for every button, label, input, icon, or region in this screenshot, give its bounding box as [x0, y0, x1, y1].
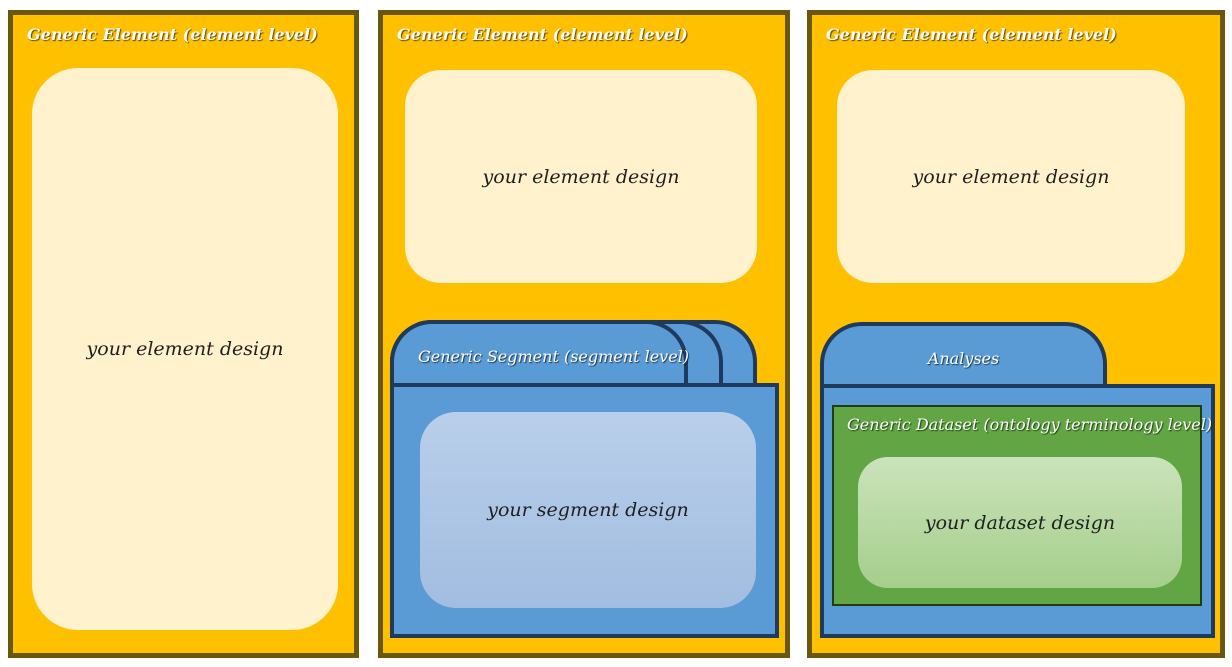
generic-element-panel-1: Generic Element (element level) your ele…	[8, 10, 359, 658]
dataset-design-label: your dataset design	[924, 511, 1116, 534]
element-level-title: Generic Element (element level)	[27, 25, 318, 44]
dataset-design-box: your dataset design	[858, 457, 1182, 588]
analyses-tab: Analyses	[820, 322, 1107, 390]
element-design-box: your element design	[837, 70, 1185, 283]
generic-element-panel-3: Generic Element (element level) your ele…	[807, 10, 1225, 658]
element-design-box: your element design	[405, 70, 757, 283]
dataset-box: Generic Dataset (ontology terminology le…	[832, 405, 1212, 606]
element-design-box: your element design	[32, 68, 338, 630]
segment-tab: Generic Segment (segment level)	[390, 320, 690, 388]
segment-body: Generic Dataset (ontology terminology le…	[820, 384, 1215, 638]
element-level-title: Generic Element (element level)	[397, 25, 688, 44]
dataset-level-title: Generic Dataset (ontology terminology le…	[847, 415, 1213, 434]
analyses-tab-label: Analyses	[927, 348, 1000, 368]
segment-level-title: Generic Segment (segment level)	[418, 346, 690, 366]
generic-element-panel-2: Generic Element (element level) your ele…	[378, 10, 790, 658]
element-level-title: Generic Element (element level)	[826, 25, 1117, 44]
element-design-label: your element design	[912, 165, 1110, 188]
element-design-label: your element design	[482, 165, 680, 188]
element-design-label: your element design	[86, 338, 284, 360]
segment-body: your segment design	[390, 383, 779, 638]
segment-design-label: your segment design	[487, 499, 689, 521]
segment-design-box: your segment design	[420, 412, 756, 608]
